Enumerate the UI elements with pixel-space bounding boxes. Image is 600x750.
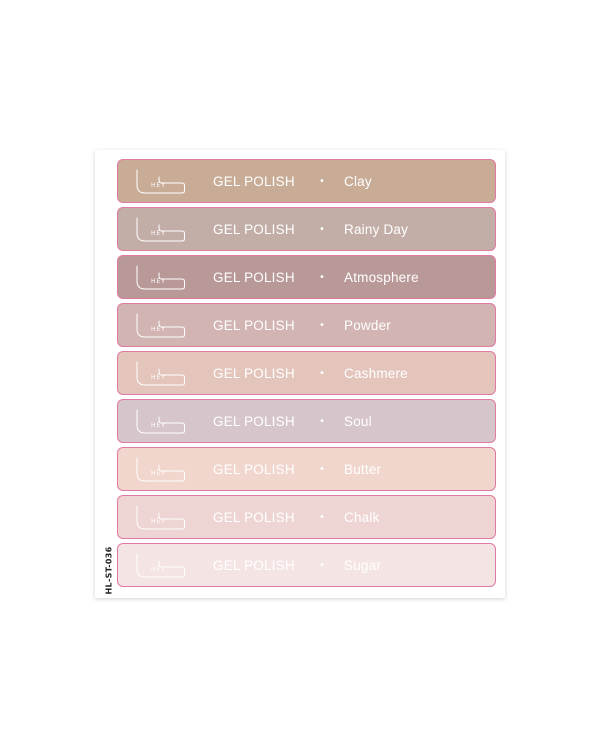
product-name: GEL POLISH [213,461,295,477]
hey-logo-icon: HEY [136,265,186,291]
separator-dot: • [319,367,325,379]
label-sticker[interactable]: HEY GEL POLISH • Cashmere [117,351,496,395]
separator-dot: • [319,511,325,523]
product-name: GEL POLISH [213,317,295,333]
shade-name: Soul [344,413,372,429]
hey-logo-icon: HEY [136,505,186,531]
logo-text: HEY [151,566,166,573]
sticker-sheet: HL-ST-036 HEY GEL POLISH • Clay HEY GEL … [95,150,505,598]
hey-logo-icon: HEY [136,169,186,195]
product-name: GEL POLISH [213,557,295,573]
label-list: HEY GEL POLISH • Clay HEY GEL POLISH • R… [117,159,496,591]
label-sticker[interactable]: HEY GEL POLISH • Chalk [117,495,496,539]
shade-name: Butter [344,461,382,477]
hey-logo-icon: HEY [136,313,186,339]
logo-text: HEY [151,230,166,237]
product-name: GEL POLISH [213,365,295,381]
separator-dot: • [319,223,325,235]
shade-name: Rainy Day [344,221,409,237]
logo-text: HEY [151,518,166,525]
logo-text: HEY [151,278,166,285]
sheet-code-text: HL-ST-036 [104,546,114,594]
shade-name: Chalk [344,509,380,525]
logo-text: HEY [151,422,166,429]
label-sticker[interactable]: HEY GEL POLISH • Rainy Day [117,207,496,251]
product-name: GEL POLISH [213,173,295,189]
hey-logo-icon: HEY [136,457,186,483]
logo-text: HEY [151,470,166,477]
hey-logo-icon: HEY [136,409,186,435]
label-sticker[interactable]: HEY GEL POLISH • Clay [117,159,496,203]
shade-name: Atmosphere [344,269,419,285]
shade-name: Powder [344,317,391,333]
product-name: GEL POLISH [213,509,295,525]
product-name: GEL POLISH [213,221,295,237]
hey-logo-icon: HEY [136,217,186,243]
separator-dot: • [319,463,325,475]
logo-text: HEY [151,374,166,381]
shade-name: Cashmere [344,365,408,381]
label-sticker[interactable]: HEY GEL POLISH • Powder [117,303,496,347]
shade-name: Clay [344,173,372,189]
hey-logo-icon: HEY [136,553,186,579]
separator-dot: • [319,319,325,331]
separator-dot: • [319,559,325,571]
label-sticker[interactable]: HEY GEL POLISH • Butter [117,447,496,491]
product-name: GEL POLISH [213,269,295,285]
shade-name: Sugar [344,557,382,573]
sheet-code: HL-ST-036 [99,546,119,594]
separator-dot: • [319,271,325,283]
logo-text: HEY [151,182,166,189]
product-name: GEL POLISH [213,413,295,429]
logo-text: HEY [151,326,166,333]
separator-dot: • [319,175,325,187]
hey-logo-icon: HEY [136,361,186,387]
separator-dot: • [319,415,325,427]
label-sticker[interactable]: HEY GEL POLISH • Atmosphere [117,255,496,299]
label-sticker[interactable]: HEY GEL POLISH • Soul [117,399,496,443]
label-sticker[interactable]: HEY GEL POLISH • Sugar [117,543,496,587]
